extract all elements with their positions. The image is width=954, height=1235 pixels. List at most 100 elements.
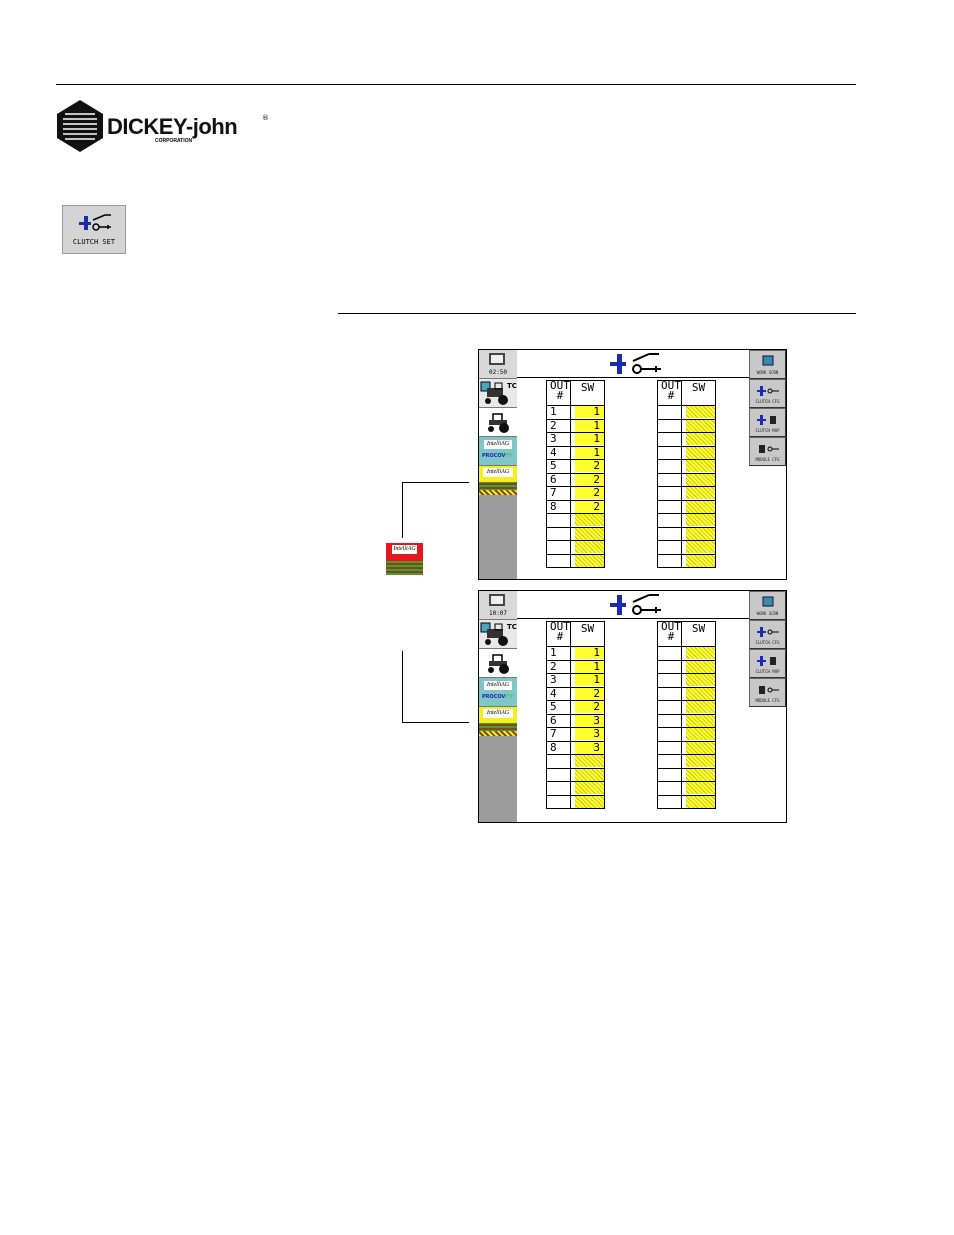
sw-unassigned [575, 554, 604, 567]
seed-icon: ♈♈ [504, 694, 513, 700]
procov-tile[interactable]: IntelliAG PROCOV ♈♈ [479, 678, 517, 707]
clutch-config-button[interactable]: CLUTCH CFG [749, 379, 786, 408]
table-row [657, 794, 716, 809]
sw-unassigned [686, 768, 715, 781]
sw-value: 3 [575, 728, 604, 741]
sidebar: 02:50 TC IntelliAG PROCOV ♈♈ IntelliA [479, 350, 517, 579]
planter-tile[interactable]: IntelliAG [479, 707, 517, 736]
clutch-setup-screen-2: 10:07 TC IntelliAG PROCOV ♈♈ IntelliA [478, 590, 787, 823]
table-row [546, 781, 605, 796]
clutch-map-button[interactable]: CLUTCH MAP [749, 408, 786, 437]
sw-value: 1 [575, 674, 604, 687]
hatch-strip [479, 490, 517, 495]
table-row [657, 767, 716, 782]
section-rule [338, 313, 856, 314]
tc-label: TC [507, 382, 517, 390]
tractor-tile[interactable] [479, 649, 517, 678]
softkey-bar: WORK SCRN CLUTCH CFG CLUTCH MAP MODULE C… [749, 350, 786, 579]
logo-mark-icon [57, 100, 103, 152]
module-config-button[interactable]: MODULE CFG [749, 678, 786, 707]
intelliag-label: IntelliAG [484, 681, 512, 690]
clutch-config-button[interactable]: CLUTCH CFG [749, 620, 786, 649]
sw-unassigned [575, 795, 604, 808]
work-screen-button[interactable]: WORK SCRN [749, 350, 786, 379]
clutch-set-button[interactable]: CLUTCH SET [62, 205, 126, 254]
table-row [657, 673, 716, 688]
task-controller-icon: TC [480, 381, 517, 405]
sw-value: 3 [575, 714, 604, 727]
registered-mark: ® [262, 114, 269, 122]
sw-unassigned [686, 433, 715, 446]
monitor-icon [489, 353, 505, 365]
table-row [657, 700, 716, 715]
work-screen-icon [762, 355, 774, 366]
module-config-icon [759, 445, 779, 453]
sw-unassigned [686, 487, 715, 500]
sw-unassigned [686, 419, 715, 432]
clock-tile[interactable]: 10:07 [479, 591, 517, 620]
out-header: OUT # [657, 621, 682, 647]
sw-unassigned [686, 755, 715, 768]
clutch-map-button[interactable]: CLUTCH MAP [749, 649, 786, 678]
sw-header: SW [681, 380, 716, 406]
seed-icon: ♈♈ [504, 453, 513, 459]
table-row [657, 486, 716, 501]
table-row [546, 553, 605, 568]
sw-unassigned [686, 647, 715, 660]
table-row [657, 713, 716, 728]
clock-time: 02:50 [488, 369, 508, 376]
planter-tile[interactable]: IntelliAG [479, 466, 517, 495]
table-row [546, 767, 605, 782]
out-header: OUT # [657, 380, 682, 406]
sw-value: 2 [575, 473, 604, 486]
table-row [657, 432, 716, 447]
sw-unassigned [686, 406, 715, 419]
hatch-strip [479, 731, 517, 736]
tractor-icon [488, 413, 509, 433]
sw-unassigned [686, 500, 715, 513]
procov-label: PROCOV [482, 453, 506, 459]
sw-unassigned [686, 460, 715, 473]
top-rule [56, 84, 856, 85]
table-row [546, 526, 605, 541]
tc-label: TC [507, 623, 517, 631]
clock-tile[interactable]: 02:50 [479, 350, 517, 379]
out-header: OUT # [546, 380, 571, 406]
clock-time: 10:07 [488, 610, 508, 617]
table-row [546, 540, 605, 555]
sw-unassigned [686, 554, 715, 567]
clutch-setup-screen-1: 02:50 TC IntelliAG PROCOV ♈♈ IntelliA [478, 349, 787, 580]
sw-value: 1 [575, 446, 604, 459]
table-row [657, 526, 716, 541]
sidebar: 10:07 TC IntelliAG PROCOV ♈♈ IntelliA [479, 591, 517, 822]
tc-tile[interactable]: TC [479, 379, 517, 408]
tractor-tile[interactable] [479, 408, 517, 437]
work-screen-button[interactable]: WORK SCRN [749, 591, 786, 620]
module-config-button[interactable]: MODULE CFG [749, 437, 786, 466]
sw-unassigned [686, 446, 715, 459]
table-row [657, 646, 716, 661]
callout-line [402, 482, 469, 483]
sw-header: SW [681, 621, 716, 647]
sw-value: 1 [575, 419, 604, 432]
sw-value: 2 [575, 701, 604, 714]
task-controller-icon: TC [480, 622, 517, 646]
table-row [657, 472, 716, 487]
clutch-config-icon [757, 386, 779, 396]
tc-tile[interactable]: TC [479, 620, 517, 649]
tractor-icon [488, 654, 509, 674]
table-row [657, 659, 716, 674]
sw-unassigned [686, 660, 715, 673]
out-header: OUT # [546, 621, 571, 647]
procov-tile[interactable]: IntelliAG PROCOV ♈♈ [479, 437, 517, 466]
sw-unassigned [575, 527, 604, 540]
